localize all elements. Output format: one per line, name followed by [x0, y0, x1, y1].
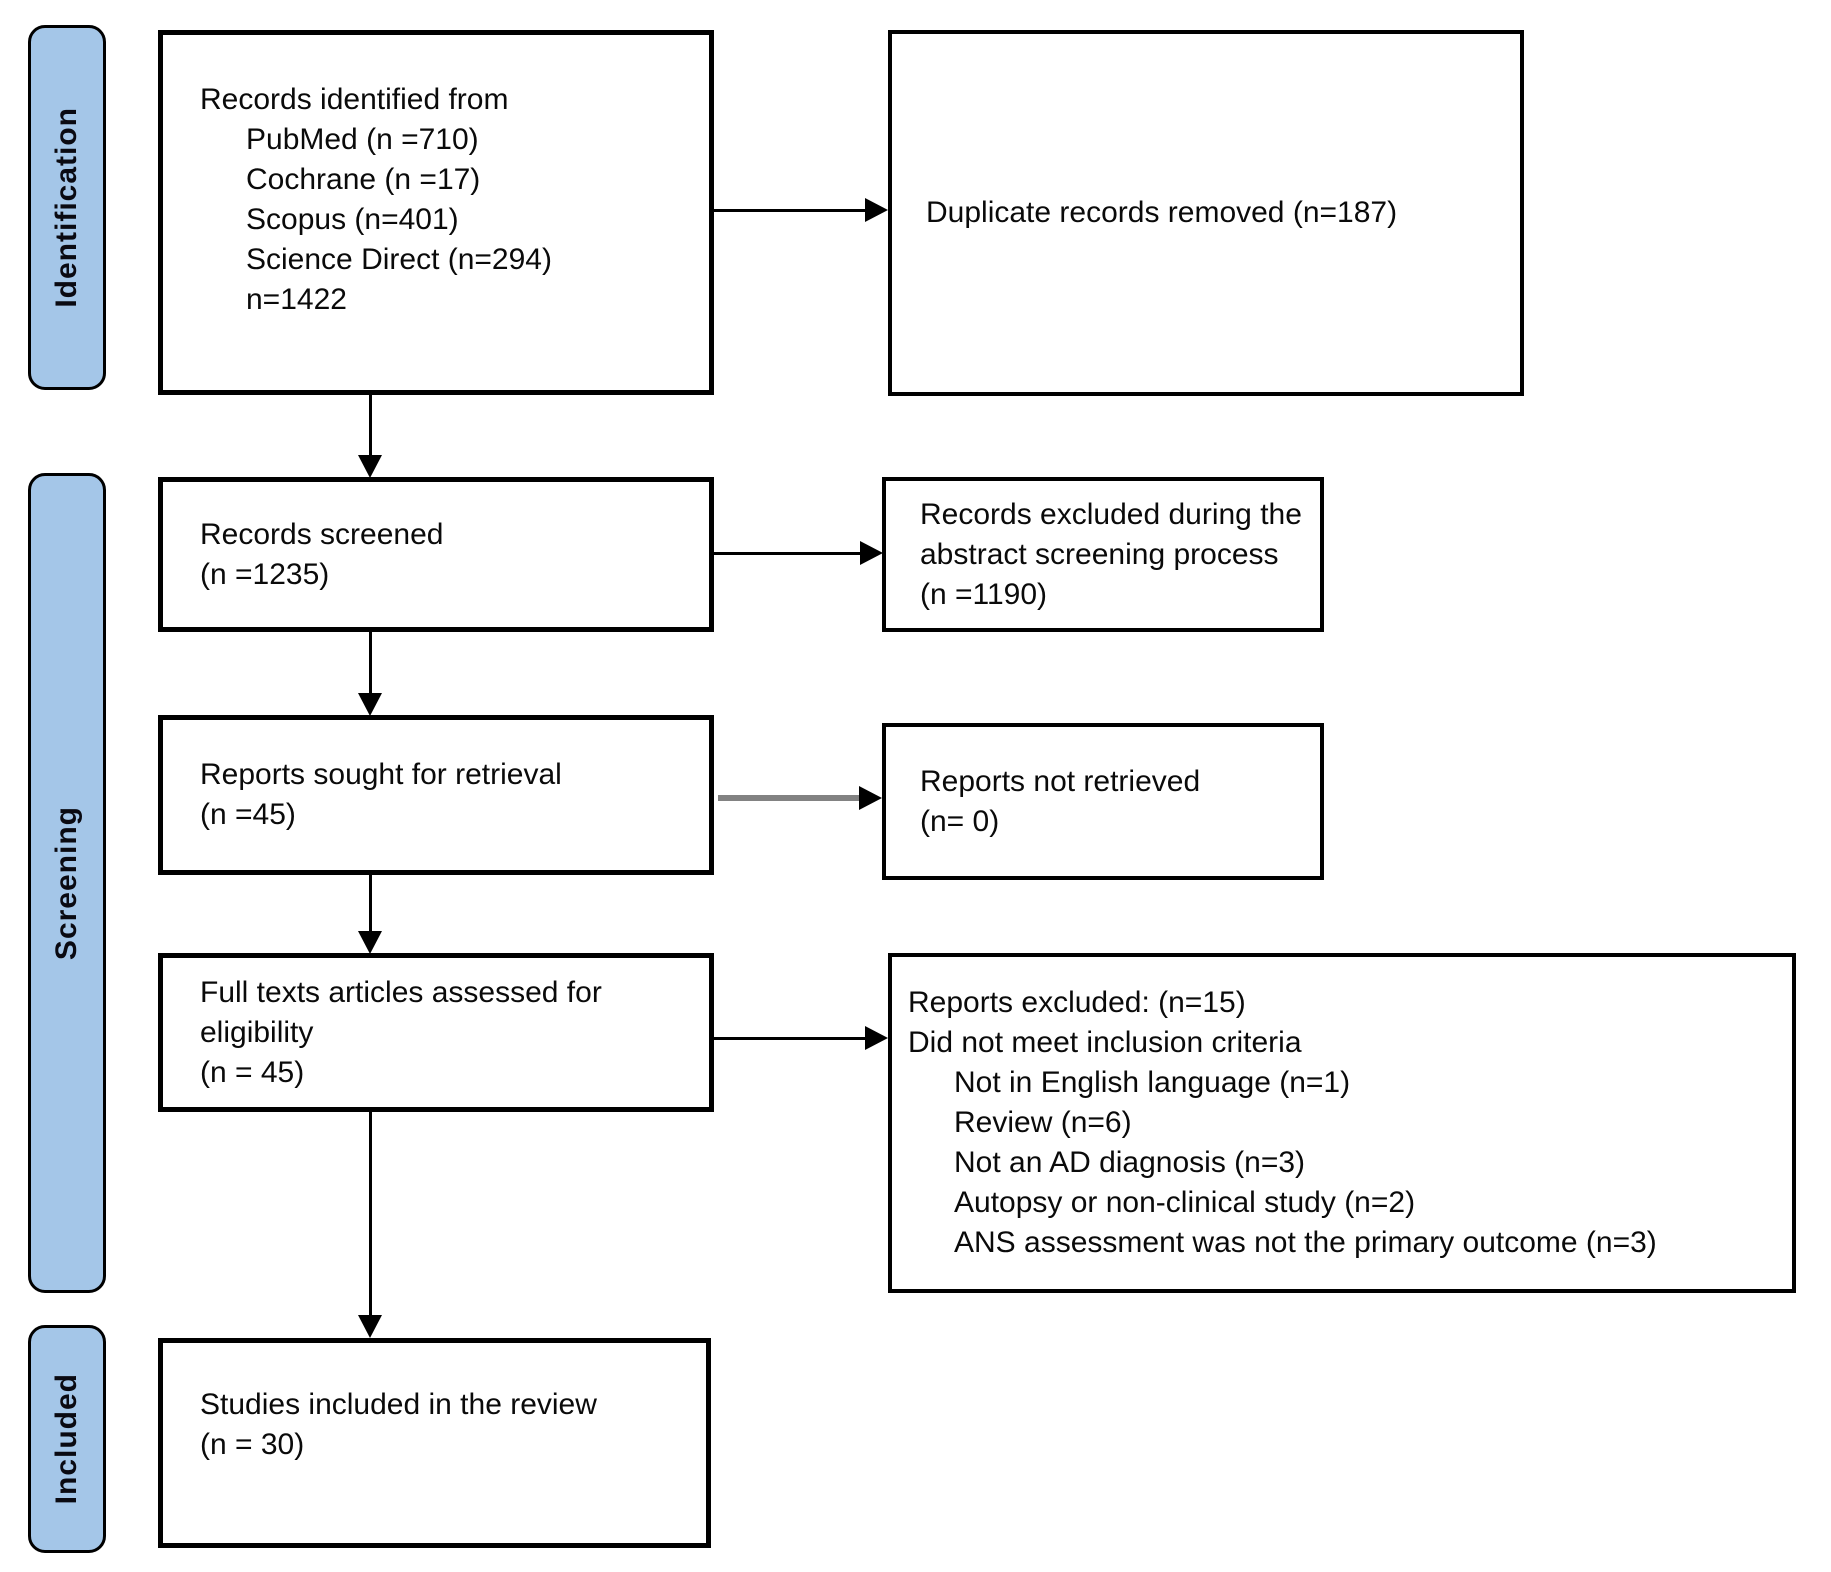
- reports-not-retrieved-count: (n= 0): [920, 804, 1000, 838]
- records-screened-line: Records screened: [200, 517, 444, 551]
- box-reports-sought: Reports sought for retrieval (n =45): [158, 715, 714, 875]
- box-duplicates-removed: Duplicate records removed (n=187): [888, 30, 1524, 396]
- source-scopus: Scopus (n=401): [246, 203, 459, 236]
- box-fulltext-assessed: Full texts articles assessed for eligibi…: [158, 953, 714, 1112]
- fulltext-assessed-line1: Full texts articles assessed for: [200, 975, 602, 1009]
- arrow-sought-to-not-retrieved-shaft: [718, 795, 860, 801]
- reports-sought-count: (n =45): [200, 798, 296, 831]
- arrow-screened-to-excluded-shaft: [713, 552, 861, 555]
- arrow-identified-to-duplicates-shaft: [713, 209, 866, 212]
- records-excluded-line2: abstract screening process: [920, 537, 1279, 571]
- arrow-fulltext-to-excluded-head: [865, 1026, 888, 1050]
- reports-excluded-subtitle: Did not meet inclusion criteria: [908, 1026, 1302, 1059]
- arrow-screened-to-sought-head: [358, 693, 382, 716]
- arrow-fulltext-to-included-head: [358, 1315, 382, 1338]
- fulltext-assessed-line2: eligibility: [200, 1015, 314, 1049]
- stage-included: Included: [28, 1325, 106, 1553]
- arrow-identified-to-screened-shaft: [369, 395, 372, 457]
- arrow-screened-to-sought-shaft: [369, 632, 372, 694]
- arrow-fulltext-to-excluded-shaft: [713, 1037, 866, 1040]
- arrow-sought-to-not-retrieved-head: [859, 786, 882, 810]
- stage-identification: Identification: [28, 25, 106, 390]
- box-records-identified: Records identified from PubMed (n =710) …: [158, 30, 714, 395]
- exclusion-reason-review: Review (n=6): [954, 1106, 1132, 1139]
- exclusion-reason-autopsy: Autopsy or non-clinical study (n=2): [954, 1186, 1416, 1219]
- reports-sought-line: Reports sought for retrieval: [200, 758, 562, 791]
- reports-excluded-title: Reports excluded: (n=15): [908, 986, 1246, 1019]
- stage-screening-label: Screening: [50, 805, 83, 961]
- box-studies-included: Studies included in the review (n = 30): [158, 1338, 711, 1548]
- records-screened-count: (n =1235): [200, 557, 330, 591]
- exclusion-reason-ans: ANS assessment was not the primary outco…: [954, 1226, 1657, 1259]
- records-excluded-line1: Records excluded during the: [920, 497, 1302, 531]
- box-records-excluded: Records excluded during the abstract scr…: [882, 477, 1324, 632]
- studies-included-line: Studies included in the review: [200, 1388, 597, 1421]
- exclusion-reason-language: Not in English language (n=1): [954, 1066, 1351, 1099]
- stage-screening: Screening: [28, 473, 106, 1293]
- arrow-sought-to-fulltext-shaft: [369, 875, 372, 933]
- studies-included-count: (n = 30): [200, 1428, 305, 1461]
- arrow-screened-to-excluded-head: [860, 541, 883, 565]
- stage-identification-label: Identification: [50, 107, 83, 308]
- records-excluded-count: (n =1190): [920, 577, 1048, 611]
- duplicates-removed-label: Duplicate records removed (n=187): [926, 196, 1398, 229]
- records-identified-title: Records identified from: [200, 83, 509, 116]
- arrow-identified-to-duplicates-head: [865, 198, 888, 222]
- source-pubmed: PubMed (n =710): [246, 123, 479, 156]
- arrow-fulltext-to-included-shaft: [369, 1112, 372, 1317]
- source-science-direct: Science Direct (n=294): [246, 243, 552, 276]
- box-reports-not-retrieved: Reports not retrieved (n= 0): [882, 723, 1324, 880]
- exclusion-reason-diagnosis: Not an AD diagnosis (n=3): [954, 1146, 1306, 1179]
- stage-included-label: Included: [50, 1373, 83, 1505]
- source-cochrane: Cochrane (n =17): [246, 163, 481, 196]
- fulltext-assessed-count: (n = 45): [200, 1055, 305, 1089]
- box-records-screened: Records screened (n =1235): [158, 477, 714, 632]
- reports-not-retrieved-line: Reports not retrieved: [920, 764, 1201, 798]
- box-reports-excluded: Reports excluded: (n=15) Did not meet in…: [888, 953, 1796, 1293]
- arrow-identified-to-screened-head: [358, 455, 382, 478]
- source-total: n=1422: [246, 283, 347, 316]
- arrow-sought-to-fulltext-head: [358, 931, 382, 954]
